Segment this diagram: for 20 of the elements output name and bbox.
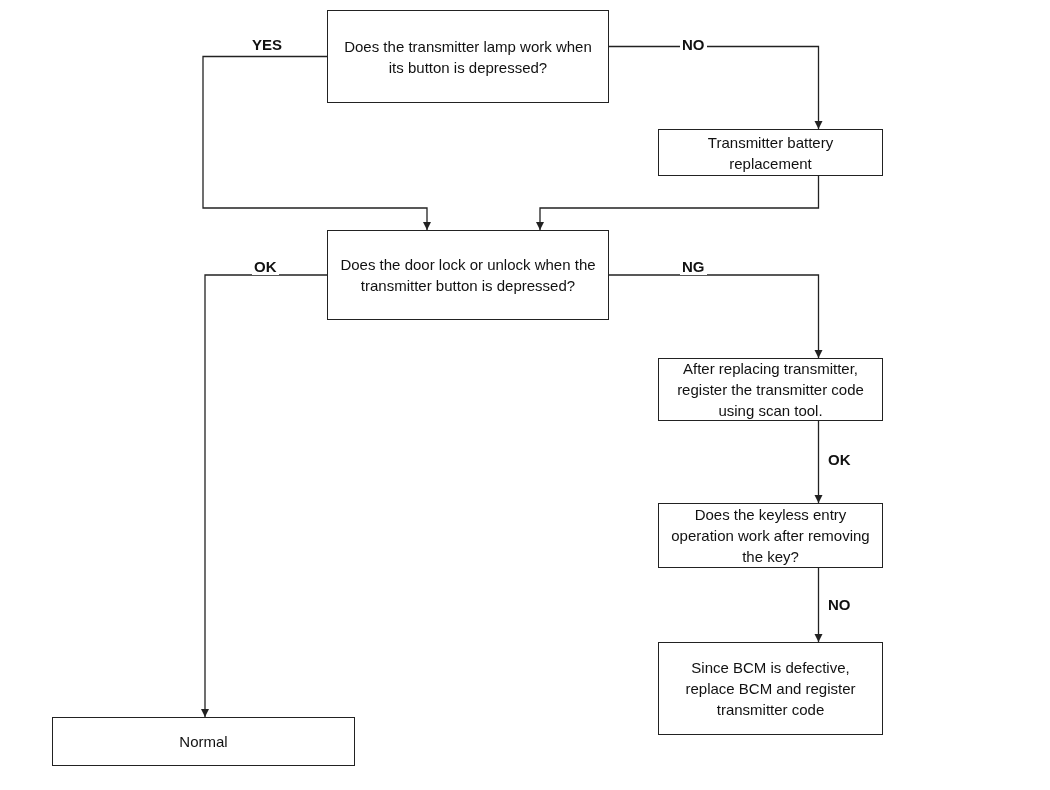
decision-box: [327, 10, 609, 103]
arrow: [814, 420, 823, 504]
process-box: [52, 717, 355, 766]
node-text: Does the door lock or unlock when the transmitter button is depressed?: [339, 255, 597, 296]
arrow: [608, 45, 823, 130]
arrow: [608, 274, 823, 359]
node-text: Does the transmitter lamp work when its button is depressed?: [343, 36, 593, 78]
process-box: [658, 642, 883, 735]
node-text: Since BCM is defective, replace BCM and register transmitter code: [684, 658, 857, 720]
arrow: [814, 567, 823, 643]
process-box: [658, 129, 883, 176]
node-text: Does the keyless entry operation work after removing the key?: [670, 505, 871, 567]
node-text: Normal: [179, 732, 228, 752]
node-text: After replacing transmitter, register the transmitter code using scan tool.: [676, 359, 865, 421]
arrow: [202, 55, 431, 231]
arrow: [201, 274, 328, 718]
process-box: [658, 358, 883, 421]
node-text: Transmitter battery replacement: [706, 132, 835, 174]
arrow: [536, 175, 820, 231]
decision-box: [327, 230, 609, 320]
